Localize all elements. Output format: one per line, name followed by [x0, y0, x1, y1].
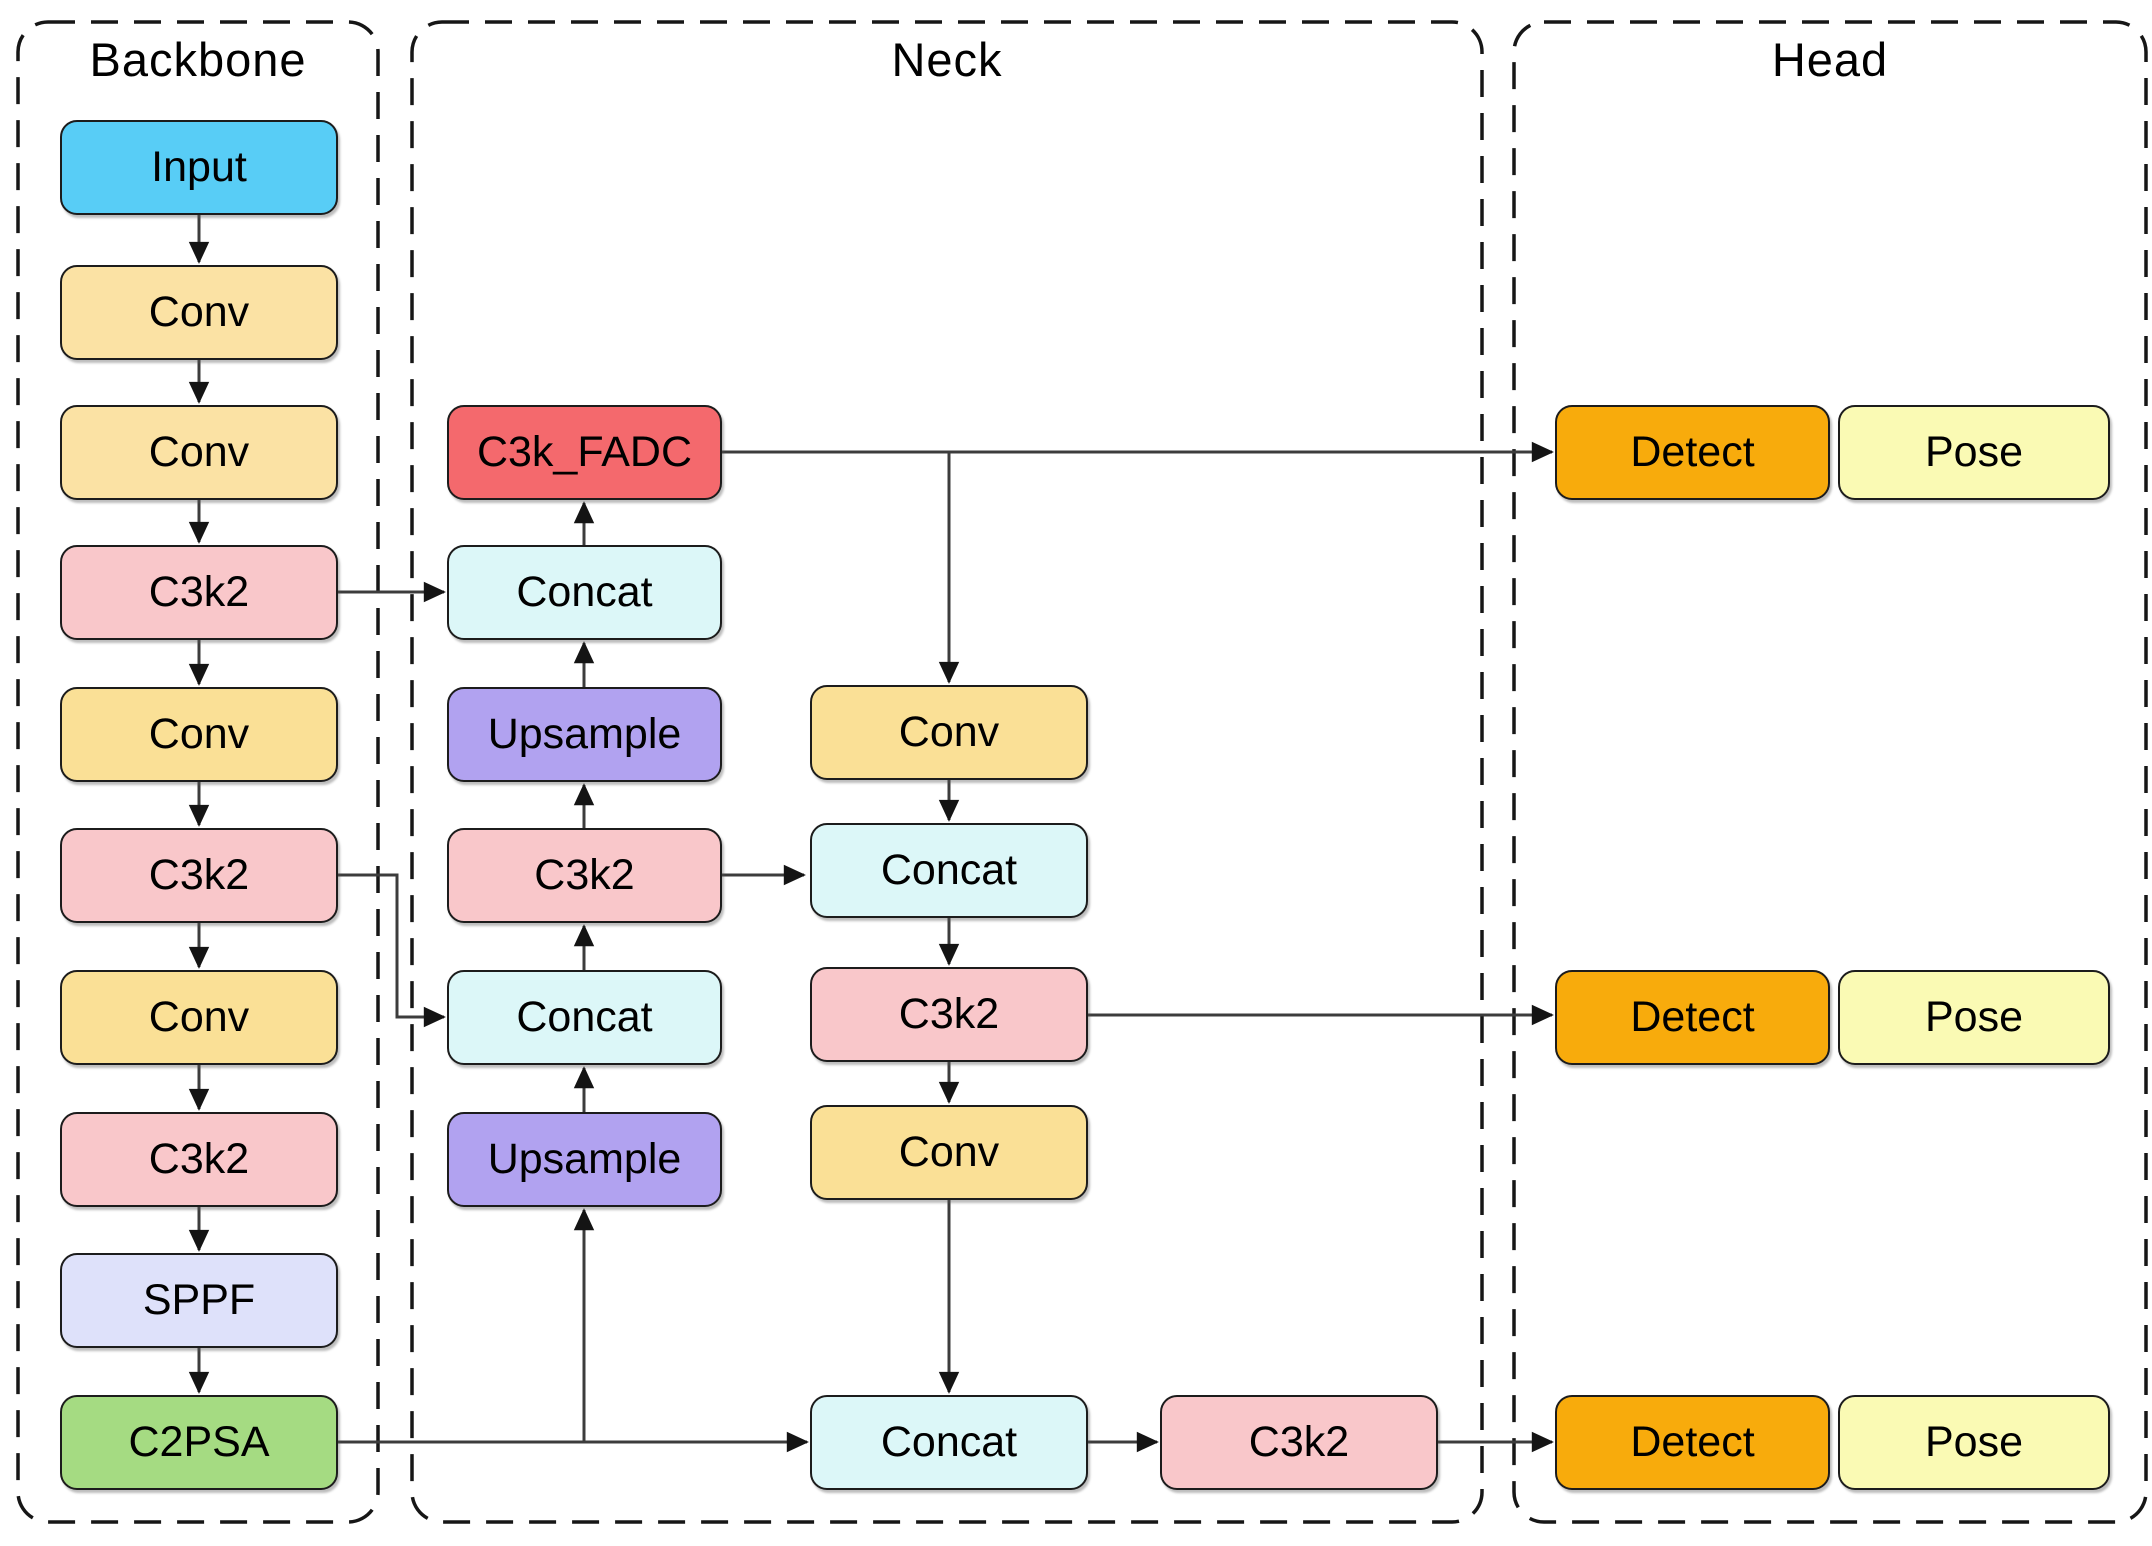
node-md-concat-b: Concat	[810, 1395, 1088, 1490]
node-input: Input	[60, 120, 338, 215]
node-pose-2: Pose	[1838, 970, 2110, 1065]
node-pose-1: Pose	[1838, 405, 2110, 500]
node-bb-conv-2: Conv	[60, 405, 338, 500]
node-sppf: SPPF	[60, 1253, 338, 1348]
node-bb-c3k2-3: C3k2	[60, 1112, 338, 1207]
node-nk-upsample-2: Upsample	[447, 1112, 722, 1207]
node-pose-3: Pose	[1838, 1395, 2110, 1490]
node-bb-c3k2-2: C3k2	[60, 828, 338, 923]
node-nk-concat-2: Concat	[447, 970, 722, 1065]
node-md-conv-1: Conv	[810, 685, 1088, 780]
node-bb-conv-3: Conv	[60, 687, 338, 782]
node-c2psa: C2PSA	[60, 1395, 338, 1490]
node-md-concat: Concat	[810, 823, 1088, 918]
section-title-head: Head	[1771, 33, 1889, 86]
node-bb-conv-4: Conv	[60, 970, 338, 1065]
node-detect-2: Detect	[1555, 970, 1830, 1065]
node-nk-c3k2: C3k2	[447, 828, 722, 923]
node-nk-upsample-1: Upsample	[447, 687, 722, 782]
section-outline-backbone	[16, 20, 380, 1524]
edge-bb-c3k2-2-to-concat2	[338, 873, 446, 1028]
node-md-c3k2: C3k2	[810, 967, 1088, 1062]
node-bb-c3k2-1: C3k2	[60, 545, 338, 640]
section-outline-head	[1512, 20, 2148, 1524]
node-md-conv-2: Conv	[810, 1105, 1088, 1200]
node-detect-3: Detect	[1555, 1395, 1830, 1490]
node-nk-c3k2-b: C3k2	[1160, 1395, 1438, 1490]
section-title-backbone: Backbone	[89, 33, 307, 86]
section-outline-neck	[410, 20, 1484, 1524]
section-title-neck: Neck	[891, 33, 1003, 86]
node-detect-1: Detect	[1555, 405, 1830, 500]
node-nk-concat-1: Concat	[447, 545, 722, 640]
node-c3k-fadc: C3k_FADC	[447, 405, 722, 500]
node-bb-conv-1: Conv	[60, 265, 338, 360]
